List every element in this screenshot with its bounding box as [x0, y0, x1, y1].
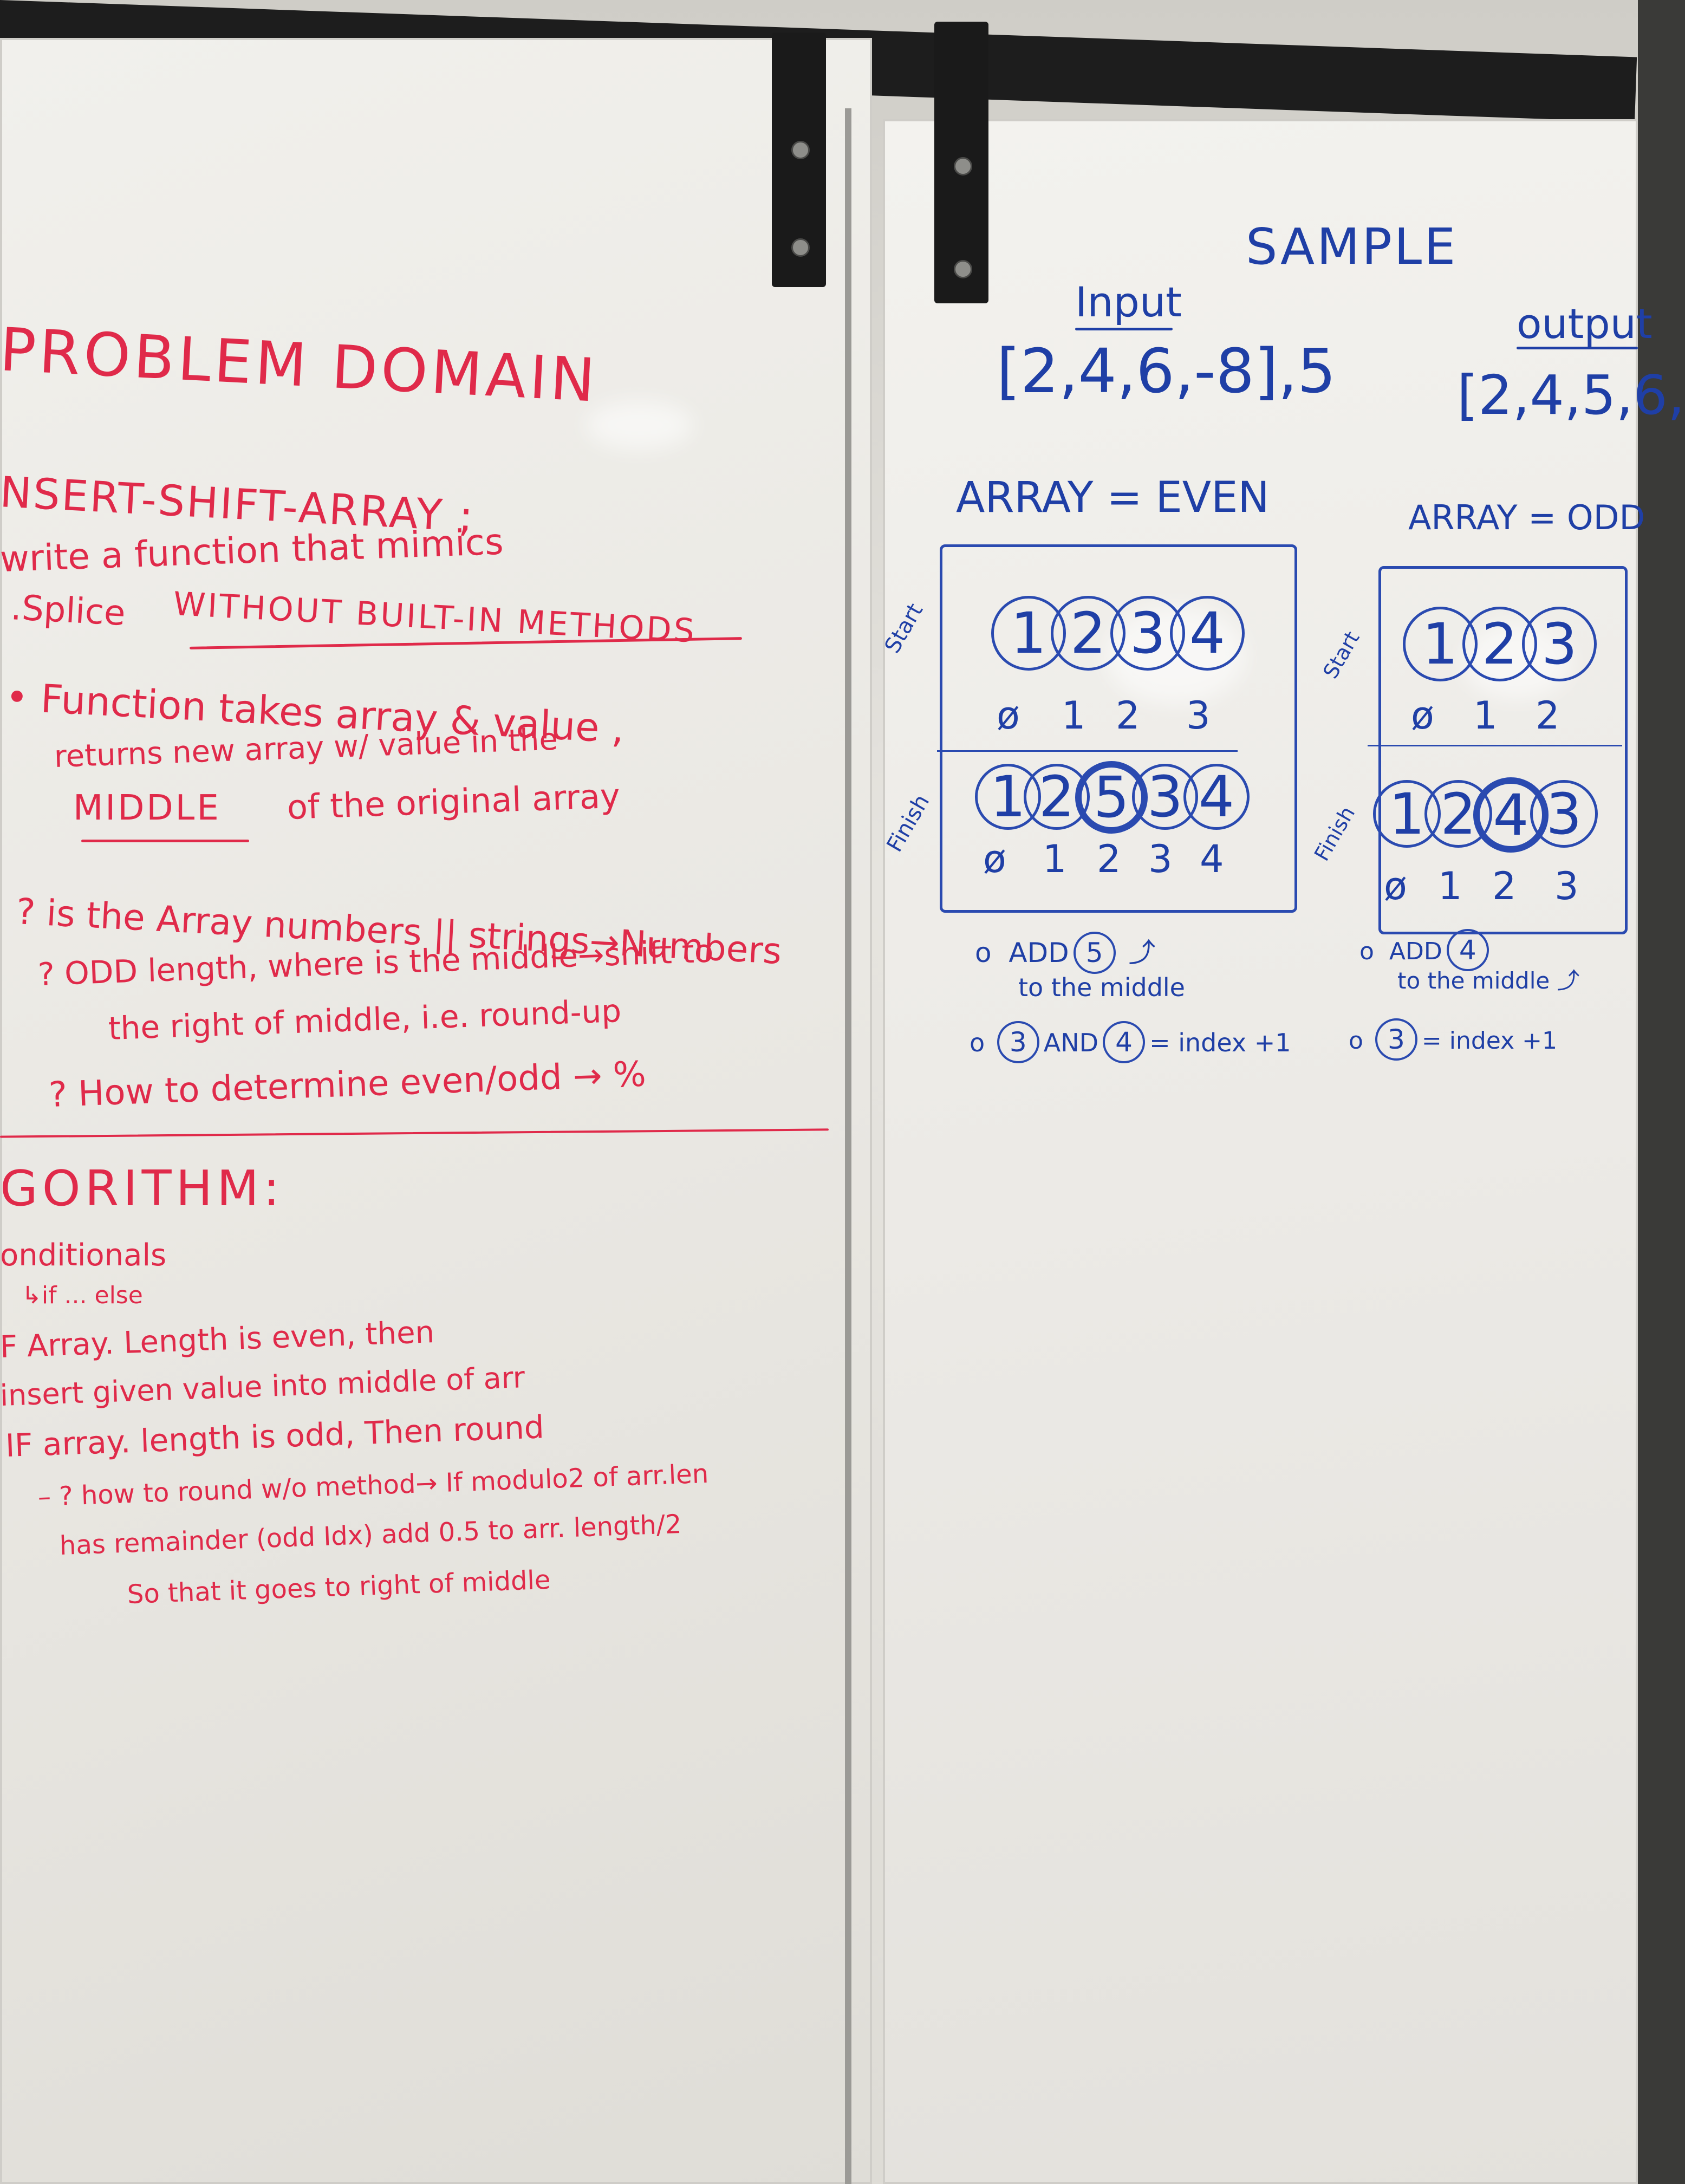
odd-note-index: o 3= index +1 — [1349, 1018, 1557, 1061]
output-value: [2,4,5,6, — [1457, 363, 1685, 427]
underline — [1517, 347, 1638, 349]
output-label: output — [1517, 300, 1653, 348]
even-finish-index: ø — [983, 837, 1006, 881]
odd-note-index-text: = index +1 — [1421, 1027, 1557, 1055]
input-label: Input — [1075, 278, 1182, 326]
bullet-icon: o — [1359, 938, 1389, 965]
even-finish-index: 3 — [1148, 837, 1173, 881]
description-splice: .Splice — [10, 588, 127, 634]
board-seam — [845, 108, 851, 2184]
door-hanger-left — [772, 32, 826, 287]
bullet-icon: o — [975, 937, 1009, 968]
odd-finish-index: 3 — [1554, 864, 1579, 908]
even-finish-index: 2 — [1097, 837, 1121, 881]
bolt-icon — [791, 238, 810, 257]
even-note-and: AND — [1043, 1028, 1099, 1057]
even-note-circle-3: 3 — [997, 1021, 1039, 1063]
bullet-middle: MIDDLE — [73, 788, 221, 828]
even-note-index-text: = index +1 — [1149, 1028, 1291, 1057]
odd-start-element: 1 — [1403, 607, 1478, 681]
even-start-index: 2 — [1116, 693, 1140, 738]
bolt-icon — [791, 141, 810, 159]
algorithm-title: GORITHM: — [0, 1160, 284, 1217]
even-start-element: 3 — [1110, 596, 1185, 671]
even-start-index: ø — [997, 693, 1020, 738]
odd-start-element: 2 — [1462, 607, 1537, 681]
even-start-index: 3 — [1186, 693, 1211, 738]
even-note-circle-4: 4 — [1103, 1021, 1146, 1063]
odd-note-to-middle-text: to the middle — [1397, 967, 1550, 994]
odd-array-diagram — [1378, 566, 1628, 934]
algorithm-if-else: ↳if ... else — [22, 1282, 143, 1309]
even-start-element: 4 — [1170, 596, 1245, 671]
curved-arrow-icon: ⤴ — [1550, 967, 1580, 994]
bullet-icon: o — [970, 1028, 993, 1057]
odd-start-index: 2 — [1536, 693, 1560, 738]
even-label: ARRAY = EVEN — [956, 473, 1270, 522]
input-value: [2,4,6,-8],5 — [997, 336, 1336, 407]
sample-title: SAMPLE — [1246, 218, 1458, 276]
whiteboard-right — [883, 119, 1638, 2184]
even-note-to-middle: to the middle — [1018, 973, 1185, 1002]
odd-note-add-word: ADD — [1389, 938, 1442, 965]
underline — [1075, 328, 1173, 330]
curved-arrow-icon: ⤴ — [1120, 937, 1156, 968]
odd-finish-index: 2 — [1492, 864, 1517, 908]
whiteboard-left — [0, 38, 872, 2184]
even-note-add-word: ADD — [1009, 937, 1069, 968]
diagram-divider — [937, 750, 1238, 752]
even-finish-index: 4 — [1200, 837, 1224, 881]
odd-finish-index: 1 — [1438, 864, 1462, 908]
bolt-icon — [954, 260, 972, 278]
odd-note-value: 4 — [1446, 929, 1489, 971]
underline — [81, 840, 249, 842]
odd-note-to-middle: to the middle ⤴ — [1397, 970, 1580, 992]
odd-label: ARRAY = ODD — [1408, 498, 1645, 537]
even-finish-index: 1 — [1043, 837, 1067, 881]
odd-finish-element: 3 — [1530, 780, 1598, 848]
diagram-divider — [1368, 745, 1622, 746]
even-finish-element: 4 — [1183, 764, 1250, 830]
even-start-index: 1 — [1062, 693, 1086, 738]
odd-finish-index: ø — [1384, 864, 1407, 908]
odd-start-index: 1 — [1473, 693, 1498, 738]
even-note-value: 5 — [1073, 932, 1116, 974]
odd-start-index: ø — [1411, 693, 1434, 738]
algorithm-conditionals: onditionals — [0, 1238, 167, 1273]
bolt-icon — [954, 157, 972, 176]
light-glare — [585, 401, 693, 450]
odd-note-circle-3: 3 — [1375, 1018, 1417, 1061]
bullet-icon: o — [1349, 1027, 1371, 1055]
door-hanger-right — [934, 22, 988, 303]
odd-start-element: 3 — [1522, 607, 1597, 681]
even-array-diagram — [940, 544, 1297, 913]
